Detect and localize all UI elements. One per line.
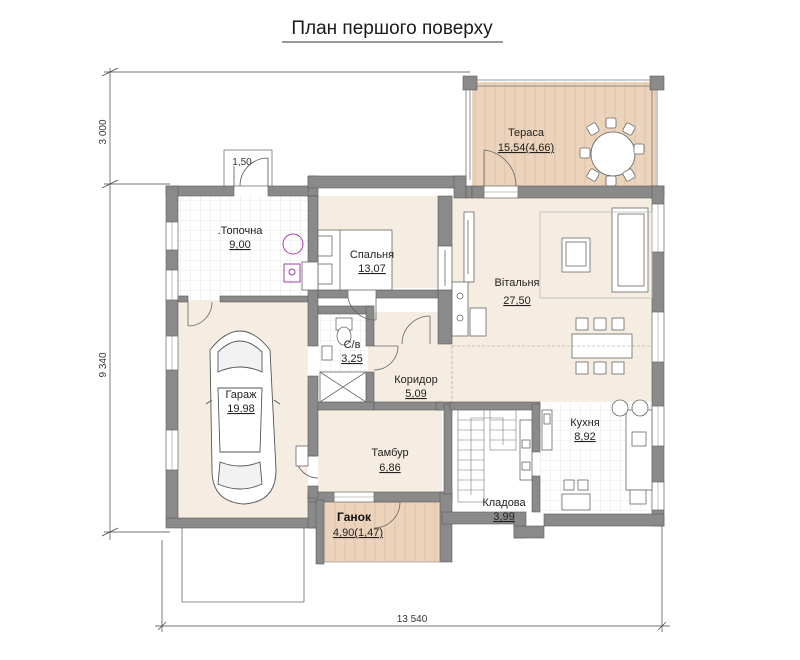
boiler-fixtures — [282, 233, 304, 283]
room-area-spalnia: 13,07 — [358, 263, 386, 275]
plan-title: План першого поверху — [291, 18, 493, 39]
room-name-sv: С/в — [344, 339, 361, 351]
kitchen-table — [561, 479, 591, 511]
terrace-table — [579, 117, 645, 187]
window-glazing-lines — [171, 191, 659, 510]
living-door — [401, 315, 431, 345]
car — [205, 330, 281, 505]
porch-structure — [315, 499, 325, 565]
vestibule-floor — [318, 410, 442, 496]
room-name-korydor: Коридор — [394, 374, 437, 386]
room-name-terasa: Тераса — [508, 127, 545, 139]
dim-total-width: 13 540 — [397, 614, 428, 625]
porch-floor — [324, 500, 440, 562]
room-area-garazh: 19,98 — [227, 403, 255, 415]
kitchen-counters — [541, 399, 653, 505]
terrace-railing — [465, 79, 658, 186]
wc-fixtures — [319, 317, 367, 403]
staircase — [457, 409, 517, 503]
living-closet — [451, 281, 487, 337]
dashed-divider — [451, 345, 652, 402]
tv-unit — [463, 211, 475, 283]
bedroom-wardrobe — [301, 245, 453, 291]
garage-driveway — [181, 528, 305, 603]
room-name-tambur: Тамбур — [371, 447, 408, 459]
bedroom-door — [347, 297, 377, 321]
room-name-kukhnia: Кухня — [570, 417, 599, 429]
terrace-door-swing — [483, 149, 517, 187]
room-area-ganok: 4,90(1,47) — [333, 527, 383, 539]
room-area-teplochna: 9,00 — [229, 239, 250, 251]
room-area-sv: 3,25 — [341, 353, 362, 365]
room-labels: .Топочна 9,00 Спальня 13,07 Тераса 15,54… — [218, 127, 600, 539]
room-area-korydor: 5,09 — [405, 388, 426, 400]
room-name-garazh: Гараж — [225, 389, 257, 401]
dim-door-width: 1,50 — [232, 157, 252, 168]
room-name-ganok: Ганок — [337, 510, 372, 524]
wc-door — [373, 345, 399, 371]
boiler-room-floor — [178, 196, 308, 300]
dim-house-depth: 9 340 — [98, 352, 109, 377]
room-area-terasa: 15,54(4,66) — [498, 142, 554, 154]
dimension-horizontal — [155, 525, 670, 632]
room-area-kladova: 3,99 — [493, 511, 514, 523]
exterior-walls — [165, 175, 665, 563]
dim-terrace-depth: 3 000 — [98, 119, 109, 144]
room-area-tambur: 6,86 — [379, 462, 400, 474]
living-armchair — [561, 237, 591, 273]
room-name-spalnia: Спальня — [350, 249, 394, 261]
room-name-teplochna: .Топочна — [218, 225, 264, 237]
stair-shelves — [519, 419, 533, 481]
living-sofa — [539, 207, 653, 299]
room-name-kladova: Кладова — [482, 497, 526, 509]
room-area-kukhnia: 8,92 — [574, 431, 595, 443]
garage-door-swing — [187, 301, 309, 467]
room-area-vitalnia: 27,50 — [503, 295, 531, 307]
stair-floor — [452, 404, 532, 512]
room-name-vitalnia: Вітальня — [495, 277, 540, 289]
boiler-door — [223, 149, 273, 187]
bed — [317, 229, 393, 291]
dimension-vertical — [101, 67, 470, 540]
